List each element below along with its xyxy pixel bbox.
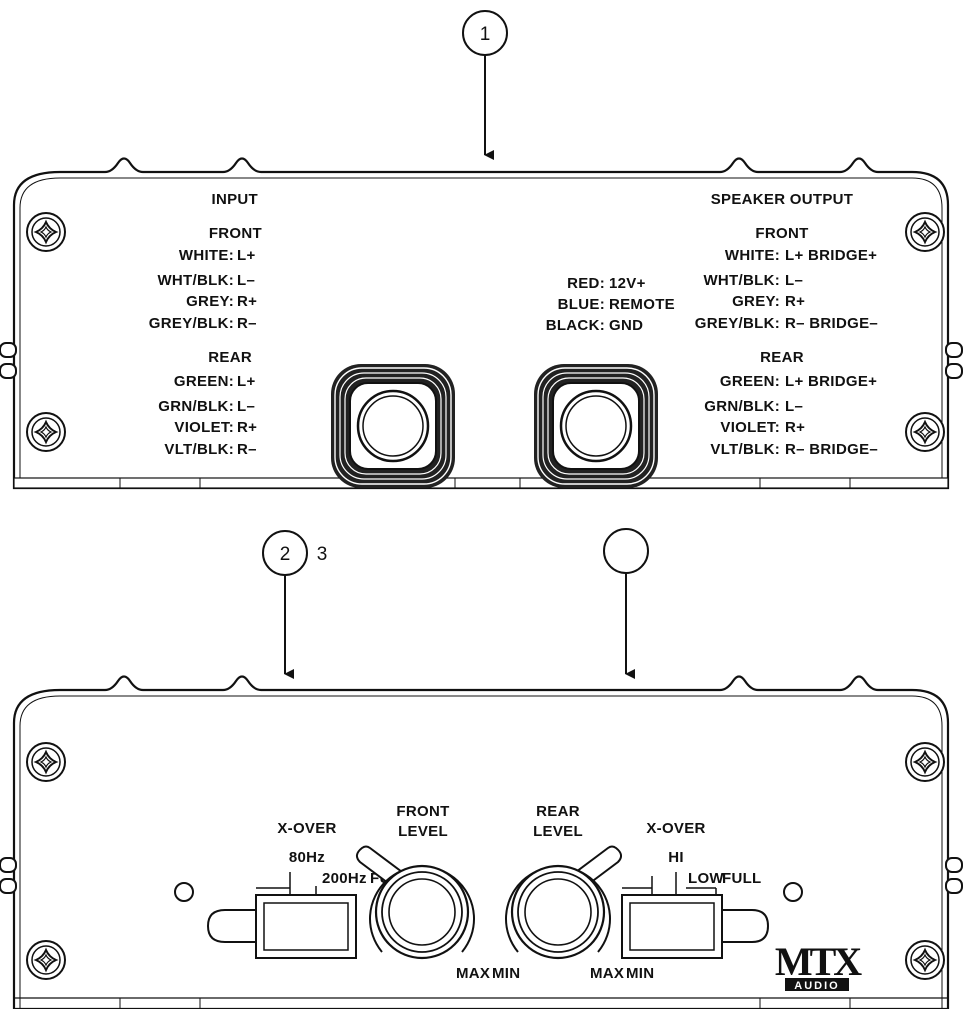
rear-xover-option: FULL — [722, 870, 762, 887]
power-wire-color: BLUE: — [558, 296, 605, 313]
input-rear-rows: GREEN: L+ GRN/BLK: L– VIOLET: R+ VLT/BLK… — [158, 373, 257, 458]
rear-level-max-label: MAX — [590, 965, 624, 982]
output-terminal: R+ — [785, 293, 805, 310]
logo-brand: MTX — [775, 939, 862, 984]
input-wire-color: GREEN: — [174, 373, 234, 390]
led-indicator-icon — [783, 882, 803, 902]
logo-sub: AUDIO — [794, 980, 839, 992]
front-level-min-label: MIN — [492, 965, 520, 982]
input-wire-color: GRN/BLK: — [158, 398, 234, 415]
screw-icon — [26, 212, 66, 252]
screw-icon — [26, 940, 66, 980]
rear-xover-switch[interactable]: X-OVER HI LOW FULL — [621, 820, 770, 959]
screw-icon — [905, 212, 945, 252]
input-wire-color: VLT/BLK: — [164, 441, 234, 458]
output-heading: SPEAKER OUTPUT — [711, 191, 854, 208]
output-wire-color: GREEN: — [720, 373, 780, 390]
rear-level-min-label: MIN — [626, 965, 654, 982]
output-rear-rows: GREEN: L+ BRIDGE+ GRN/BLK: L– VIOLET: R+… — [704, 373, 878, 458]
output-terminal: R– BRIDGE– — [785, 441, 878, 458]
input-front-rows: WHITE: L+ WHT/BLK: L– GREY: R+ GREY/BLK:… — [149, 247, 257, 332]
input-wire-color: VIOLET: — [174, 419, 234, 436]
rear-xover-option: LOW — [688, 870, 724, 887]
output-wire-color: WHITE: — [725, 247, 780, 264]
input-terminal: L– — [237, 272, 255, 289]
front-level-title: FRONT — [396, 803, 449, 820]
input-front-heading: FRONT — [209, 225, 262, 242]
output-front-rows: WHITE: L+ BRIDGE+ WHT/BLK: L– GREY: R+ G… — [695, 247, 878, 332]
output-wire-color: WHT/BLK: — [703, 272, 780, 289]
rear-xover-title: X-OVER — [646, 820, 705, 837]
input-terminal: L– — [237, 398, 255, 415]
output-front-heading: FRONT — [755, 225, 808, 242]
power-terminal: 12V+ — [609, 275, 646, 292]
input-wire-color: GREY/BLK: — [149, 315, 234, 332]
output-rear-heading: REAR — [760, 349, 804, 366]
output-wire-color: GRN/BLK: — [704, 398, 780, 415]
input-rear-heading: REAR — [208, 349, 252, 366]
wire-grommet-icon — [329, 362, 457, 490]
screw-icon — [26, 742, 66, 782]
screw-icon — [905, 742, 945, 782]
front-xover-option: 200Hz — [322, 870, 367, 887]
bottom-panel: X-OVER 80Hz 200Hz FULL FRONT LEVEL MAX M… — [0, 675, 963, 1011]
front-level-title: LEVEL — [398, 823, 448, 840]
output-wire-color: GREY: — [732, 293, 780, 310]
output-wire-color: VIOLET: — [720, 419, 780, 436]
output-terminal: L+ BRIDGE+ — [785, 373, 877, 390]
callout-2-label: 2 — [280, 544, 291, 565]
rear-xover-option: HI — [668, 849, 684, 866]
input-terminal: R+ — [237, 293, 257, 310]
input-wire-color: WHT/BLK: — [157, 272, 234, 289]
rear-level-title: REAR — [536, 803, 580, 820]
front-xover-option: 80Hz — [289, 849, 325, 866]
callout-2: 2 — [262, 530, 308, 679]
screw-icon — [26, 412, 66, 452]
output-terminal: L– — [785, 272, 803, 289]
callout-3-label: 3 — [317, 544, 328, 565]
power-rows: RED: 12V+ BLUE: REMOTE BLACK: GND — [546, 275, 675, 334]
led-indicator-icon — [174, 882, 194, 902]
input-terminal: L+ — [237, 373, 256, 390]
front-xover-title: X-OVER — [277, 820, 336, 837]
input-heading: INPUT — [212, 191, 259, 208]
input-terminal: L+ — [237, 247, 256, 264]
screw-icon — [905, 940, 945, 980]
output-terminal: R– BRIDGE– — [785, 315, 878, 332]
front-level-max-label: MAX — [456, 965, 490, 982]
callout-1: 1 — [462, 10, 508, 160]
output-wire-color: GREY/BLK: — [695, 315, 780, 332]
rear-level-title: LEVEL — [533, 823, 583, 840]
input-wire-color: GREY: — [186, 293, 234, 310]
power-terminal: REMOTE — [609, 296, 675, 313]
mtx-audio-logo: MTX AUDIO — [775, 939, 865, 992]
input-terminal: R– — [237, 315, 257, 332]
rear-level-knob[interactable]: REAR LEVEL MAX MIN — [505, 803, 654, 982]
output-wire-color: VLT/BLK: — [710, 441, 780, 458]
front-xover-switch[interactable]: X-OVER 80Hz 200Hz FULL — [206, 820, 410, 959]
screw-icon — [905, 412, 945, 452]
callout-1-label: 1 — [480, 24, 491, 45]
wire-grommet-icon — [532, 362, 660, 490]
top-panel: INPUT FRONT WHITE: L+ WHT/BLK: L– GREY: … — [0, 157, 963, 490]
output-terminal: L+ BRIDGE+ — [785, 247, 877, 264]
power-wire-color: BLACK: — [546, 317, 605, 334]
output-terminal: R+ — [785, 419, 805, 436]
callout-4 — [603, 528, 649, 679]
input-wire-color: WHITE: — [179, 247, 234, 264]
input-terminal: R– — [237, 441, 257, 458]
power-terminal: GND — [609, 317, 643, 334]
front-level-knob[interactable]: FRONT LEVEL MAX MIN — [356, 803, 520, 982]
power-wire-color: RED: — [567, 275, 605, 292]
input-terminal: R+ — [237, 419, 257, 436]
output-terminal: L– — [785, 398, 803, 415]
